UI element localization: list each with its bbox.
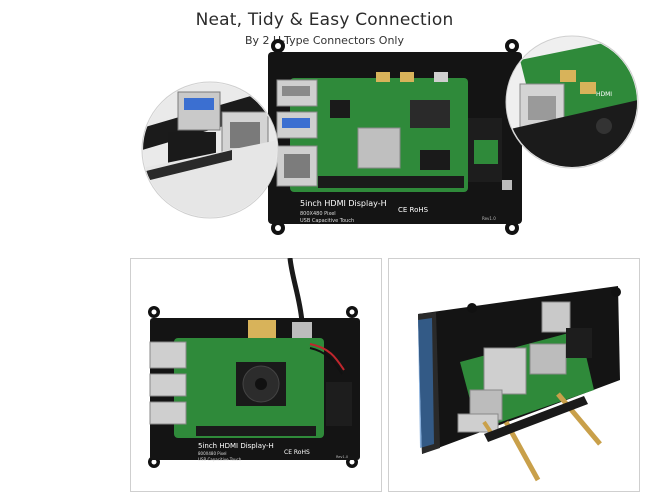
top-board-revision: Rev1.0	[482, 216, 496, 221]
top-board-touch: USB Capacitive Touch	[300, 218, 354, 224]
bottom-left-display-photo: 5inch HDMI Display-H 800X480 Pixel USB C…	[148, 258, 360, 468]
bl-board-touch: USB Capacitive Touch	[198, 457, 242, 462]
page-subtitle: By 2 U-Type Connectors Only	[245, 34, 404, 47]
bl-board-revision: Rev1.0	[336, 455, 348, 459]
top-board-certs: CE RoHS	[398, 206, 429, 214]
bl-board-resolution: 800X480 Pixel	[198, 451, 227, 456]
bottom-right-display-photo	[418, 286, 621, 482]
top-display-photo: 5inch HDMI Display-H 800X480 Pixel USB C…	[141, 35, 639, 235]
top-board-name: 5inch HDMI Display-H	[300, 199, 387, 208]
top-board-resolution: 800X480 Pixel	[300, 211, 336, 217]
bl-board-certs: CE RoHS	[284, 449, 310, 456]
page-title: Neat, Tidy & Easy Connection	[195, 10, 454, 30]
bl-board-name: 5inch HDMI Display-H	[198, 442, 274, 450]
callout-hdmi-label: HDMI	[596, 91, 612, 98]
